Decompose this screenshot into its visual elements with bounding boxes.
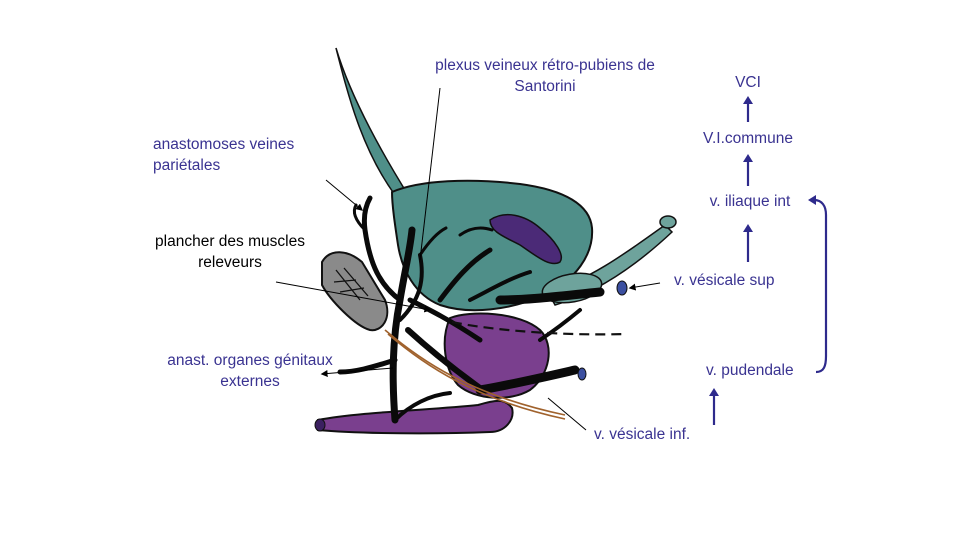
dashed-boundary [451,320,626,336]
anastomoses-label: anastomoses veines pariétales [153,134,294,176]
anast-genitaux-pointer [320,367,394,378]
venous-plexus [337,195,605,424]
plancher-label: plancher des muscles releveurs [132,231,328,273]
santorini-label-line2: Santorini [514,78,576,95]
vci-label: VCI [735,74,761,91]
plancher-label-line2: releveurs [198,254,262,271]
flow-arrows [709,96,828,425]
urachus [335,47,412,200]
vesicale-inf-pointer-a [547,397,587,431]
levator-muscle [321,251,389,332]
arrow-pudendale-to-iliaque [813,198,828,374]
anast-genitaux-label: anast. organes génitaux externes [140,350,360,392]
anastomoses-label-line2: pariétales [153,157,221,174]
vesicale-sup-label: v. vésicale sup [674,272,775,289]
pudendale-label: v. pudendale [706,362,794,379]
anast-genitaux-label-line1: anast. organes génitaux [167,352,333,369]
plancher-label-line1: plancher des muscles [155,233,305,250]
urethra-penis [317,399,514,435]
iliaque-int-label: v. iliaque int [709,193,791,210]
levator-hatch [333,267,369,301]
anast-genitaux-label-line2: externes [220,373,280,390]
vesicale-inf-label: v. vésicale inf. [594,426,691,443]
pudendal-strands [384,329,566,420]
vesical-inf-vein-end [577,367,587,381]
anastomoses-pointer [325,179,364,211]
anastomoses-label-line1: anastomoses veines [153,136,295,153]
santorini-pointer [419,87,441,261]
pointer-lines [275,87,661,431]
vesical-vein-purple [489,213,562,265]
santorini-label-line1: plexus veineux rétro-pubiens de [435,57,655,74]
santorini-label: plexus veineux rétro-pubiens de Santorin… [400,55,690,97]
vesicale-sup-pointer [628,282,661,291]
ductus-tube-end [659,215,677,229]
vesical-sup-vein-end [616,280,628,296]
plancher-pointer [275,281,432,313]
vi-commune-label: V.I.commune [703,130,793,147]
urethra-meatus [314,418,326,432]
